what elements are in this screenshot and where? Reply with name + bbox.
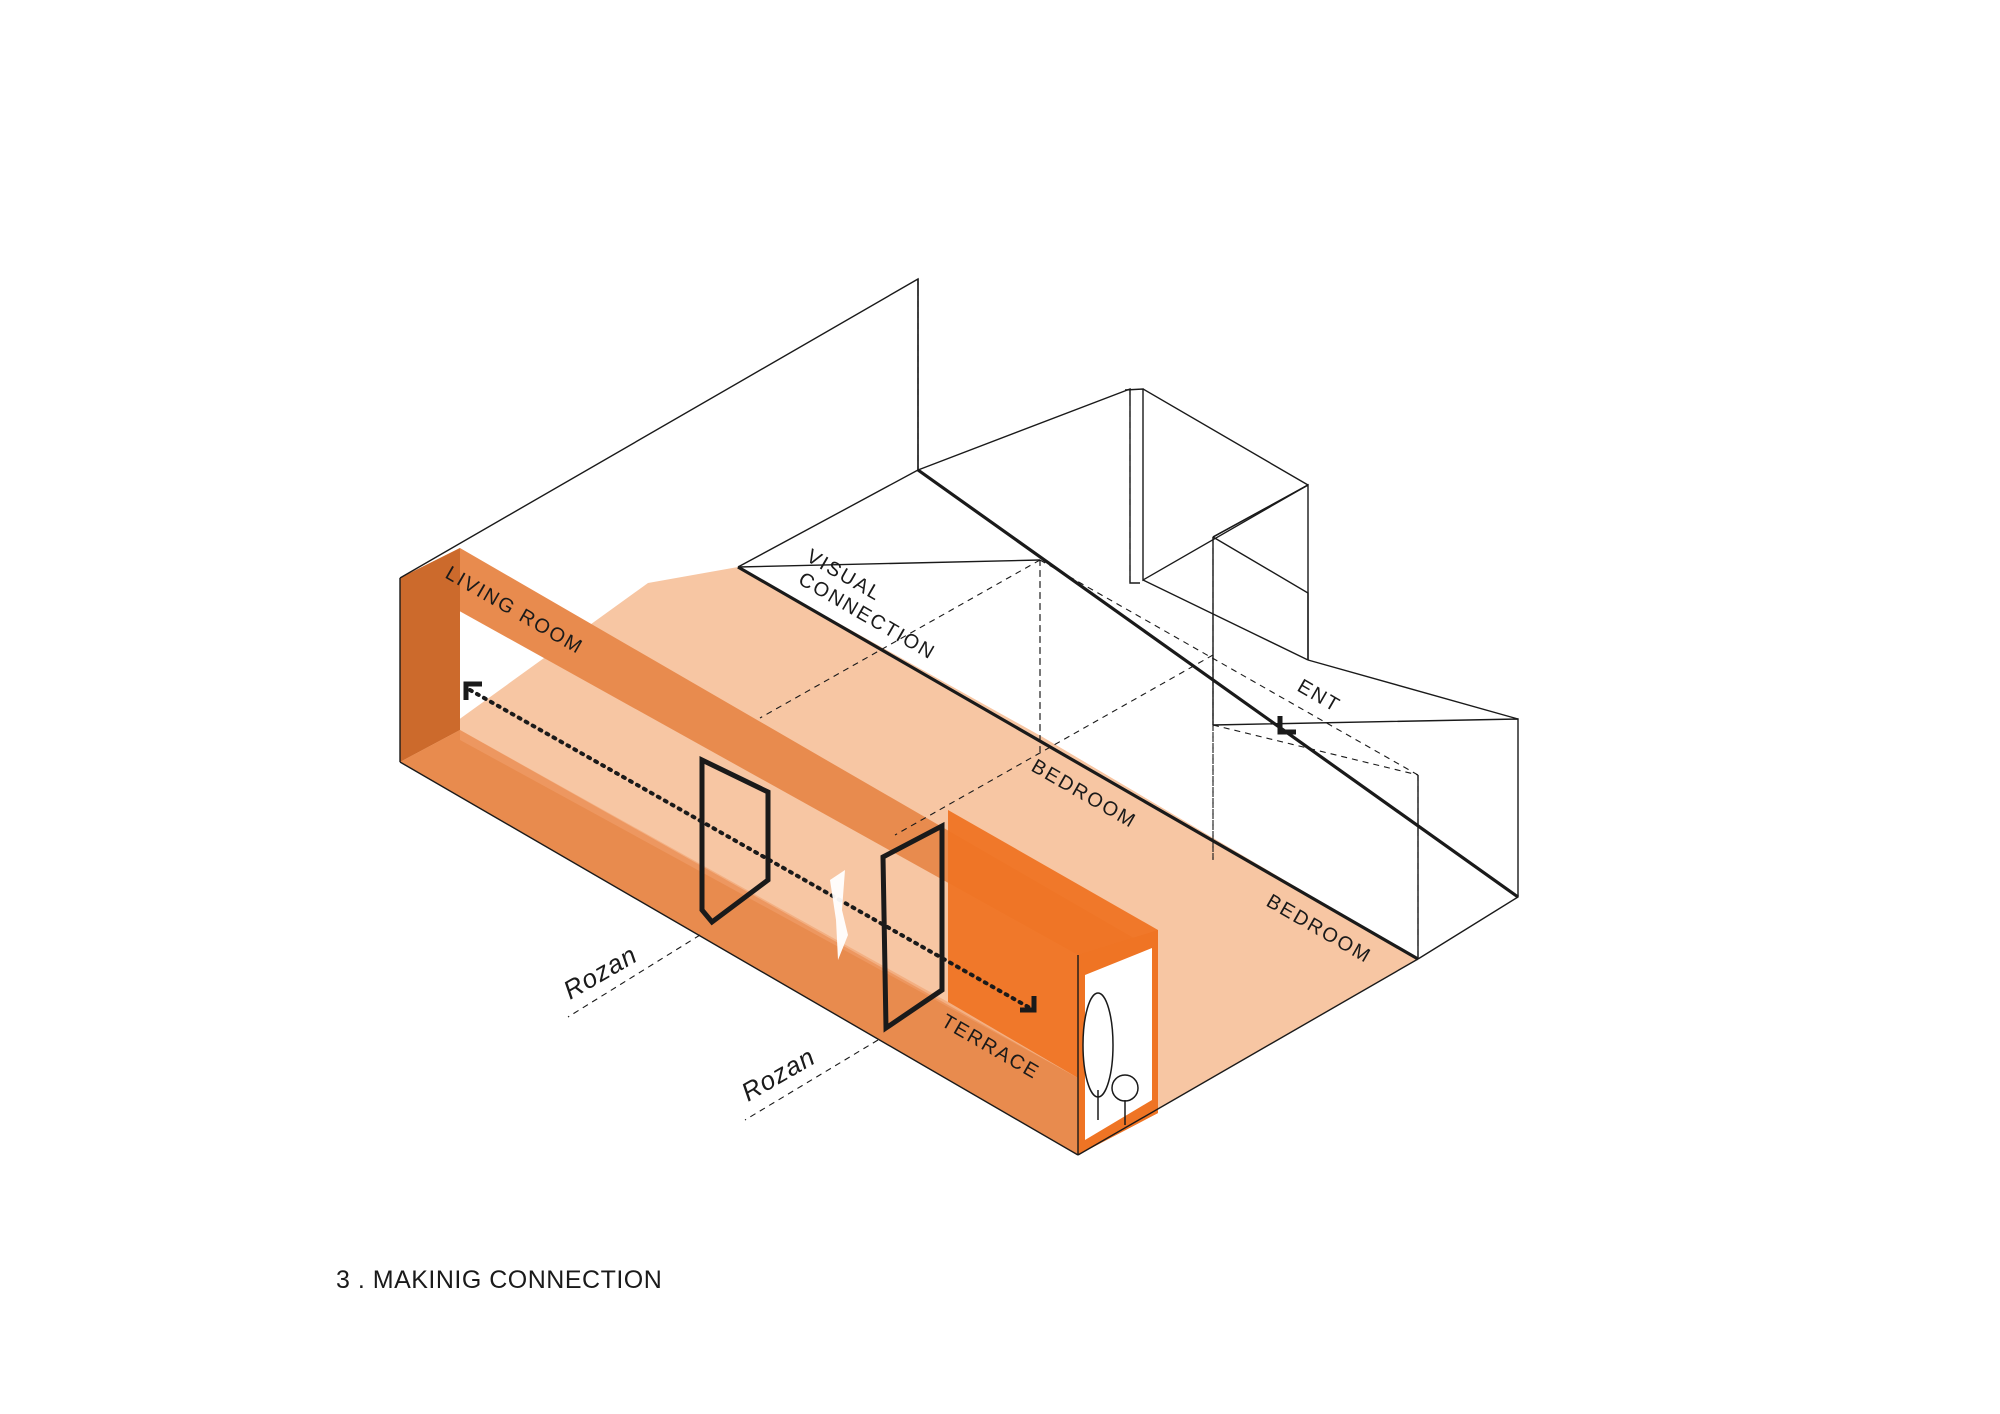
dashed-lines xyxy=(567,279,1419,1121)
ent-marker xyxy=(1277,716,1296,735)
living-room-end-wall xyxy=(400,548,460,762)
thick-lines xyxy=(737,468,1519,961)
label-ent: ENT xyxy=(1294,675,1345,717)
diagram-caption: 3 . MAKINIG CONNECTION xyxy=(336,1266,663,1294)
connection-start-marker xyxy=(463,681,482,700)
living-room-inner-floor xyxy=(460,730,1078,1078)
connection-end-marker xyxy=(1020,996,1037,1013)
wall-ornament-icon xyxy=(830,870,848,960)
visual-connection-dotted-line xyxy=(468,688,1032,1010)
living-room-floor-slab xyxy=(400,730,1078,1155)
rozan-frame-1 xyxy=(699,756,771,926)
tree-icon xyxy=(1082,992,1139,1125)
label-rozan-2: Rozan xyxy=(736,1041,820,1107)
label-rozan-1: Rozan xyxy=(558,939,642,1005)
floor-edge-lines xyxy=(399,469,1419,1156)
rozan-frame-2 xyxy=(880,821,945,1033)
